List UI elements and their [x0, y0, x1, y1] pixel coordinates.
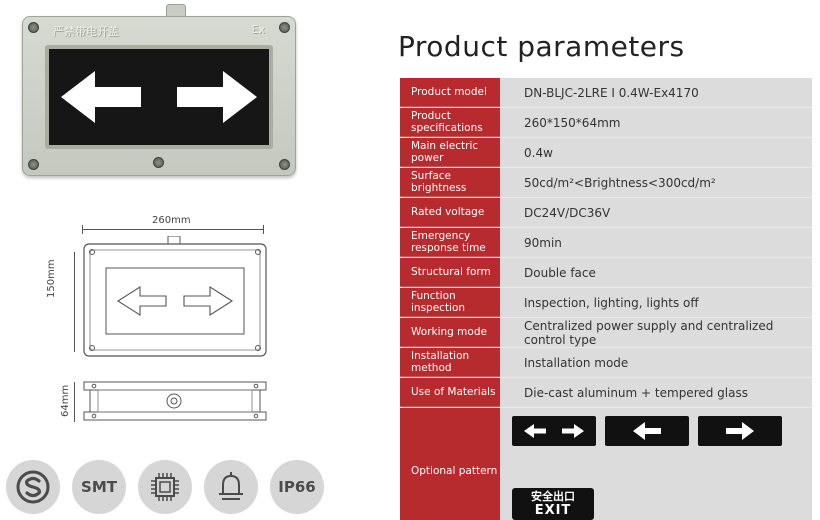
table-row: Function inspection Inspection, lighting…: [400, 288, 812, 318]
side-view-drawing: [83, 381, 267, 421]
param-label: Product model: [400, 78, 500, 107]
table-row: Product model DN-BLJC-2LRE I 0.4W-Ex4170: [400, 78, 812, 108]
ip66-label: IP66: [278, 478, 316, 496]
double-arrow-icon: [524, 424, 584, 438]
height-dim-line: [74, 252, 75, 352]
depth-dimension: 64mm: [60, 384, 71, 417]
param-label: Working mode: [400, 318, 500, 347]
dim-tick: [263, 225, 264, 234]
table-row: Use of Materials Die-cast aluminum + tem…: [400, 378, 812, 408]
smt-label: SMT: [81, 478, 117, 496]
param-label: Emergency response time: [400, 228, 500, 257]
param-label: Main electric power: [400, 138, 500, 167]
screw-icon: [279, 159, 290, 170]
table-row-optional-pattern: Optional pattern 安全出口 EXIT: [400, 408, 812, 520]
param-label: Installation method: [400, 348, 500, 377]
pattern-double-arrow: [512, 416, 596, 446]
s-mark-glyph: [16, 470, 50, 504]
pattern-right-arrow: [698, 416, 782, 446]
pattern-exit-sign: 安全出口 EXIT: [512, 488, 594, 520]
table-row: Working mode Centralized power supply an…: [400, 318, 812, 348]
height-dimension: 150mm: [46, 259, 57, 298]
param-label: Surface brightness: [400, 168, 500, 197]
table-row: Main electric power 0.4w: [400, 138, 812, 168]
smt-badge: SMT: [72, 460, 126, 514]
product-photo: 严禁带电开盖 Ex: [20, 4, 300, 176]
certification-icons: SMT IP66: [6, 460, 326, 516]
exit-sign-english: EXIT: [534, 503, 572, 518]
double-arrow-icon: [61, 71, 257, 123]
table-row: Emergency response time 90min: [400, 228, 812, 258]
param-value: DN-BLJC-2LRE I 0.4W-Ex4170: [500, 78, 812, 107]
param-value: DC24V/DC36V: [500, 198, 812, 227]
right-arrow-icon: [726, 422, 754, 440]
s-mark-icon: [6, 460, 60, 514]
param-value: 0.4w: [500, 138, 812, 167]
embossed-text: 严禁带电开盖 Ex: [53, 23, 265, 39]
ip66-badge: IP66: [270, 460, 324, 514]
param-value: Die-cast aluminum + tempered glass: [500, 378, 812, 407]
param-value: 260*150*64mm: [500, 108, 812, 137]
embossed-ex: Ex: [251, 23, 265, 36]
bell-lamp-icon: [204, 460, 258, 514]
param-label: Rated voltage: [400, 198, 500, 227]
chip-icon: [138, 460, 192, 514]
enclosure-body: 严禁带电开盖 Ex: [22, 16, 296, 176]
exit-sign-chinese: 安全出口: [531, 490, 575, 503]
dim-tick: [82, 225, 83, 234]
pattern-left-arrow: [605, 416, 689, 446]
screw-icon: [28, 22, 39, 33]
param-value: 50cd/m²<Brightness<300cd/m²: [500, 168, 812, 197]
table-row: Installation method Installation mode: [400, 348, 812, 378]
parameters-table: Product model DN-BLJC-2LRE I 0.4W-Ex4170…: [400, 78, 812, 520]
pattern-gallery: 安全出口 EXIT: [500, 408, 812, 520]
technical-drawing: 260mm 150mm 64mm: [46, 212, 280, 432]
param-label: Product specifications: [400, 108, 500, 137]
left-arrow-icon: [633, 422, 661, 440]
param-value: Installation mode: [500, 348, 812, 377]
table-row: Structural form Double face: [400, 258, 812, 288]
table-row: Surface brightness 50cd/m²<Brightness<30…: [400, 168, 812, 198]
section-title: Product parameters: [398, 30, 685, 63]
param-label: Structural form: [400, 258, 500, 287]
table-row: Product specifications 260*150*64mm: [400, 108, 812, 138]
param-value: 90min: [500, 228, 812, 257]
front-view-drawing: [83, 236, 267, 357]
embossed-warning: 严禁带电开盖: [53, 25, 119, 38]
width-dim-line: [82, 229, 264, 230]
chip-glyph: [151, 473, 179, 501]
param-value: Centralized power supply and centralized…: [500, 318, 812, 347]
param-value: Double face: [500, 258, 812, 287]
screw-icon: [28, 159, 39, 170]
table-row: Rated voltage DC24V/DC36V: [400, 198, 812, 228]
depth-dim-line: [74, 382, 75, 422]
display-panel: [45, 45, 273, 149]
param-label: Optional pattern: [400, 408, 500, 520]
screw-icon: [279, 22, 290, 33]
screw-icon: [153, 157, 164, 168]
param-label: Use of Materials: [400, 378, 500, 407]
param-value: Inspection, lighting, lights off: [500, 288, 812, 317]
width-dimension: 260mm: [152, 215, 191, 226]
bell-lamp-glyph: [219, 472, 243, 500]
param-label: Function inspection: [400, 288, 500, 317]
